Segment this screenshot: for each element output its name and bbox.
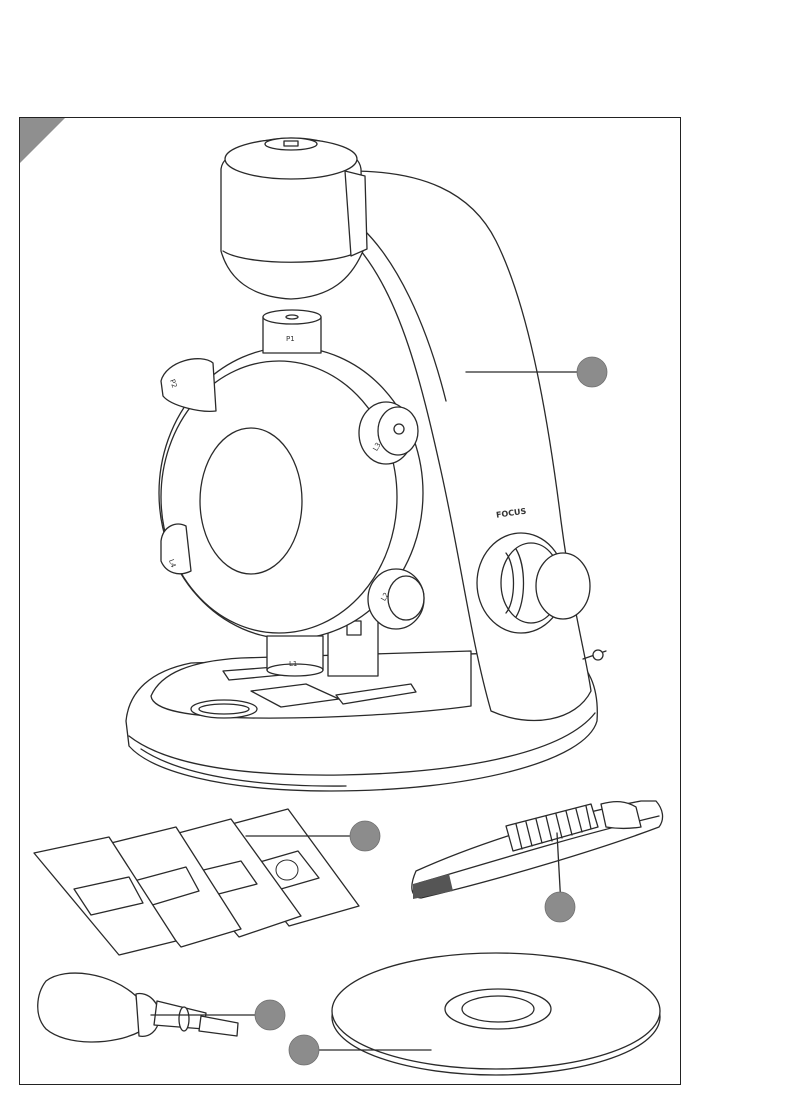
callout-marker-slides [350, 821, 380, 851]
microscope-slides-icon [34, 809, 359, 955]
pipette-icon [38, 973, 238, 1042]
parts-illustration: P1 L1 L2 L3 L4 P2 FOCUS [20, 118, 681, 1085]
corner-triangle-icon [20, 118, 65, 163]
disc-icon [332, 953, 660, 1075]
figure-frame: P1 L1 L2 L3 L4 P2 FOCUS [19, 117, 681, 1085]
callout-marker-tweezers [545, 892, 575, 922]
lens-turret [159, 310, 424, 676]
label-l1: L1 [289, 660, 297, 668]
callout-marker-disc [289, 1035, 319, 1065]
label-p1: P1 [286, 335, 295, 343]
tweezers-icon [412, 801, 663, 899]
callout-marker-arm [577, 357, 607, 387]
microscope-drawing: P1 L1 L2 L3 L4 P2 FOCUS [126, 138, 606, 791]
callout-marker-pipette [255, 1000, 285, 1030]
camera-head [221, 138, 367, 299]
